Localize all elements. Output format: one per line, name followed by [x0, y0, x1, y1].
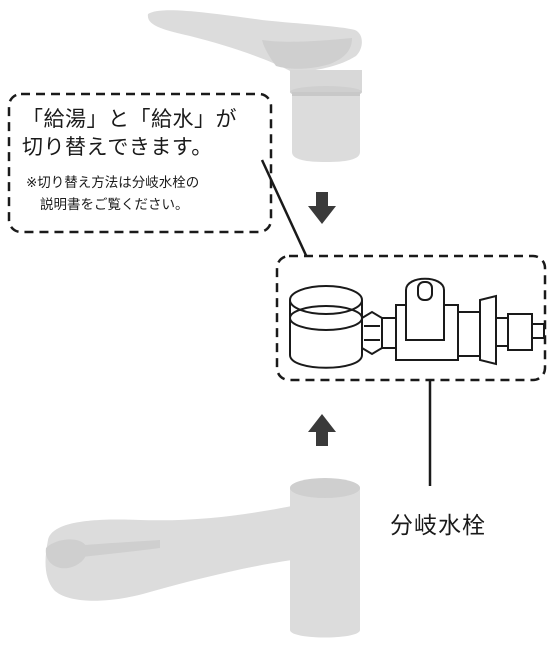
callout-note-line1: ※切り替え方法は分岐水栓の: [26, 175, 200, 191]
callout-note-line2: 説明書をご覧ください。: [40, 197, 189, 213]
bottom-faucet-body: [290, 479, 360, 638]
bottom-faucet: [45, 478, 360, 638]
top-faucet-body: [292, 92, 360, 162]
callout-box: [7, 92, 273, 234]
top-faucet: [147, 10, 362, 162]
branch-valve-label: 分岐水栓: [390, 513, 486, 539]
top-faucet-lever-shade: [262, 38, 352, 69]
arrow-down-icon: [308, 192, 336, 224]
arrow-up-icon: [308, 414, 336, 446]
bottom-faucet-head: [45, 539, 87, 569]
callout-title-line2: 切り替えできます。: [22, 135, 213, 159]
branch-valve: [289, 277, 545, 369]
bottom-faucet-spout: [45, 506, 292, 601]
top-faucet-collar: [290, 70, 362, 92]
callout-title-line1: 「給湯」と「給水」が: [22, 107, 237, 131]
